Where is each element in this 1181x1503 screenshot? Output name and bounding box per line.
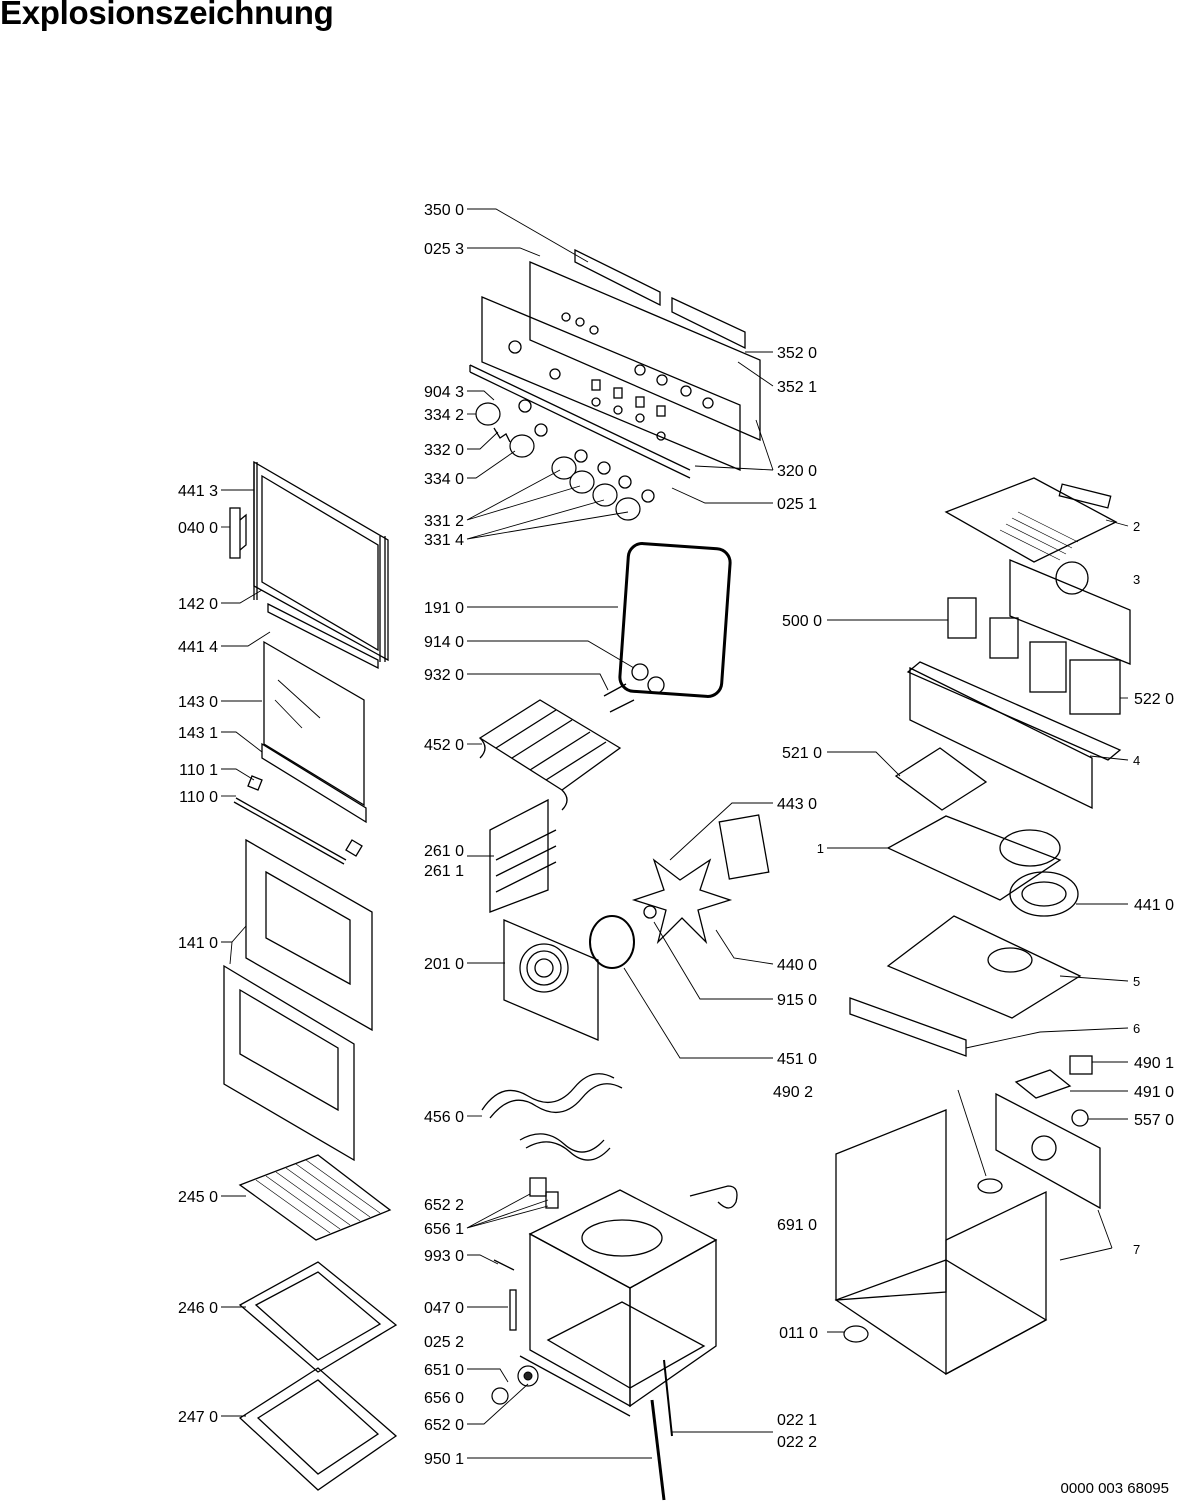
label-5: 5	[1133, 974, 1140, 989]
label-490-1: 490 1	[1134, 1055, 1174, 1072]
label-141-0: 141 0	[178, 935, 218, 952]
label-025-2: 025 2	[424, 1334, 464, 1351]
label-522-0: 522 0	[1134, 691, 1174, 708]
label-656-0: 656 0	[424, 1390, 464, 1407]
label-456-0: 456 0	[424, 1109, 464, 1126]
label-022-2: 022 2	[777, 1434, 817, 1451]
label-040-0: 040 0	[178, 520, 218, 537]
label-914-0: 914 0	[424, 634, 464, 651]
label-011-0: 011 0	[779, 1325, 818, 1342]
label-352-1: 352 1	[777, 379, 817, 396]
label-261-0: 261 0	[424, 843, 464, 860]
label-025-1: 025 1	[777, 496, 817, 513]
label-993-0: 993 0	[424, 1248, 464, 1265]
label-452-0: 452 0	[424, 737, 464, 754]
label-246-0: 246 0	[178, 1300, 218, 1317]
label-025-3: 025 3	[424, 241, 464, 258]
label-2: 2	[1133, 519, 1140, 534]
label-320-0: 320 0	[777, 463, 817, 480]
label-7: 7	[1133, 1242, 1140, 1257]
label-441-3: 441 3	[178, 483, 218, 500]
leader-lines	[221, 208, 1129, 1459]
control-knobs	[475, 399, 655, 521]
control-panel-group	[469, 248, 761, 521]
label-4: 4	[1133, 753, 1140, 768]
label-904-3: 904 3	[424, 384, 464, 401]
label-915-0: 915 0	[777, 992, 817, 1009]
label-201-0: 201 0	[424, 956, 464, 973]
label-331-4: 331 4	[424, 532, 464, 549]
label-652-0: 652 0	[424, 1417, 464, 1434]
label-521-0: 521 0	[782, 745, 822, 762]
label-950-1: 950 1	[424, 1451, 464, 1468]
callout-labels: 350 0 025 3 352 0 352 1 904 3 334 2 332 …	[178, 202, 1174, 1468]
label-022-1: 022 1	[777, 1412, 817, 1429]
label-261-1: 261 1	[424, 863, 464, 880]
document-id: 0000 003 68095	[1060, 1480, 1169, 1497]
centre-parts	[478, 542, 770, 1331]
label-332-0: 332 0	[424, 442, 464, 459]
panel-knob-holes	[508, 312, 714, 441]
label-142-0: 142 0	[178, 596, 218, 613]
trays	[238, 1154, 398, 1491]
label-350-0: 350 0	[424, 202, 464, 219]
label-191-0: 191 0	[424, 600, 464, 617]
label-490-2: 490 2	[773, 1084, 813, 1101]
label-247-0: 247 0	[178, 1409, 218, 1426]
label-334-2: 334 2	[424, 407, 464, 424]
label-441-0: 441 0	[1134, 897, 1174, 914]
right-side-parts	[834, 477, 1131, 1376]
label-491-0: 491 0	[1134, 1084, 1174, 1101]
label-143-0: 143 0	[178, 694, 218, 711]
label-441-4: 441 4	[178, 639, 218, 656]
label-334-0: 334 0	[424, 471, 464, 488]
label-651-0: 651 0	[424, 1362, 464, 1379]
label-143-1: 143 1	[178, 725, 218, 742]
label-331-2: 331 2	[424, 513, 464, 530]
label-1: 1	[817, 841, 824, 856]
label-652-2: 652 2	[424, 1197, 464, 1214]
label-557-0: 557 0	[1134, 1112, 1174, 1129]
label-110-0: 110 0	[179, 789, 218, 806]
label-6: 6	[1133, 1021, 1140, 1036]
label-691-0: 691 0	[777, 1217, 817, 1234]
page-title: Explosionszeichnung	[0, 0, 334, 31]
label-352-0: 352 0	[777, 345, 817, 362]
label-3: 3	[1133, 572, 1140, 587]
door-assembly	[223, 460, 389, 1162]
label-451-0: 451 0	[777, 1051, 817, 1068]
label-110-1: 110 1	[179, 762, 218, 779]
label-500-0: 500 0	[782, 613, 822, 630]
label-932-0: 932 0	[424, 667, 464, 684]
label-440-0: 440 0	[777, 957, 817, 974]
label-443-0: 443 0	[777, 796, 817, 813]
label-656-1: 656 1	[424, 1221, 464, 1238]
oven-cavity	[491, 1185, 738, 1501]
label-245-0: 245 0	[178, 1189, 218, 1206]
label-047-0: 047 0	[424, 1300, 464, 1317]
